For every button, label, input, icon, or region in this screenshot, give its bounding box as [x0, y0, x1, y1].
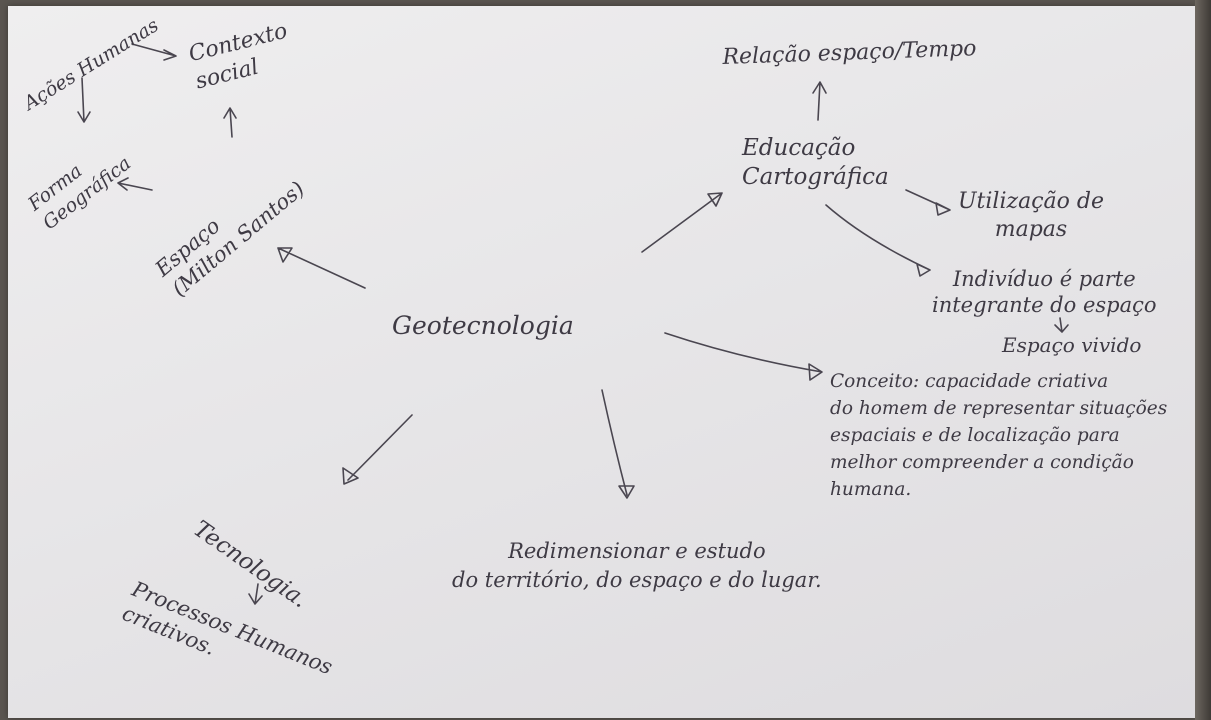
arrow-acoes-to-contexto [131, 43, 177, 61]
arrow-espaco-to-contexto [223, 107, 237, 138]
node-espaco-vivido: Espaço vivido [1002, 333, 1142, 357]
arrow-geo-to-redimensionar [601, 389, 635, 499]
node-educacao-cartografica: Educação Cartográfica [742, 135, 889, 190]
paper-sheet [8, 6, 1196, 718]
node-conceito: Conceito: capacidade criativa do homem d… [830, 371, 1168, 500]
node-individuo-parte: Indivíduo é parte integrante do espaço [932, 267, 1157, 318]
arrow-educacao-to-mapas [905, 189, 951, 216]
arrow-educacao-to-individuo [825, 204, 931, 277]
node-utilizacao-mapas: Utilização de mapas [958, 189, 1104, 242]
table-edge [1195, 0, 1211, 720]
arrow-geo-to-conceito [664, 332, 823, 381]
node-redimensionar: Redimensionar e estudo do território, do… [452, 539, 822, 593]
arrow-tecnologia-to-processos [248, 583, 263, 605]
arrow-educacao-to-relacao [812, 81, 827, 121]
arrow-geo-to-educacao [641, 192, 723, 253]
arrow-geo-to-tecnologia [342, 414, 413, 485]
arrow-acoes-to-forma [77, 77, 91, 123]
arrow-espaco-to-forma [117, 177, 153, 191]
arrow-individuo-to-vivido [1054, 317, 1069, 333]
center-geotecnologia: Geotecnologia [392, 311, 574, 340]
arrow-geo-to-espaco [277, 247, 366, 289]
